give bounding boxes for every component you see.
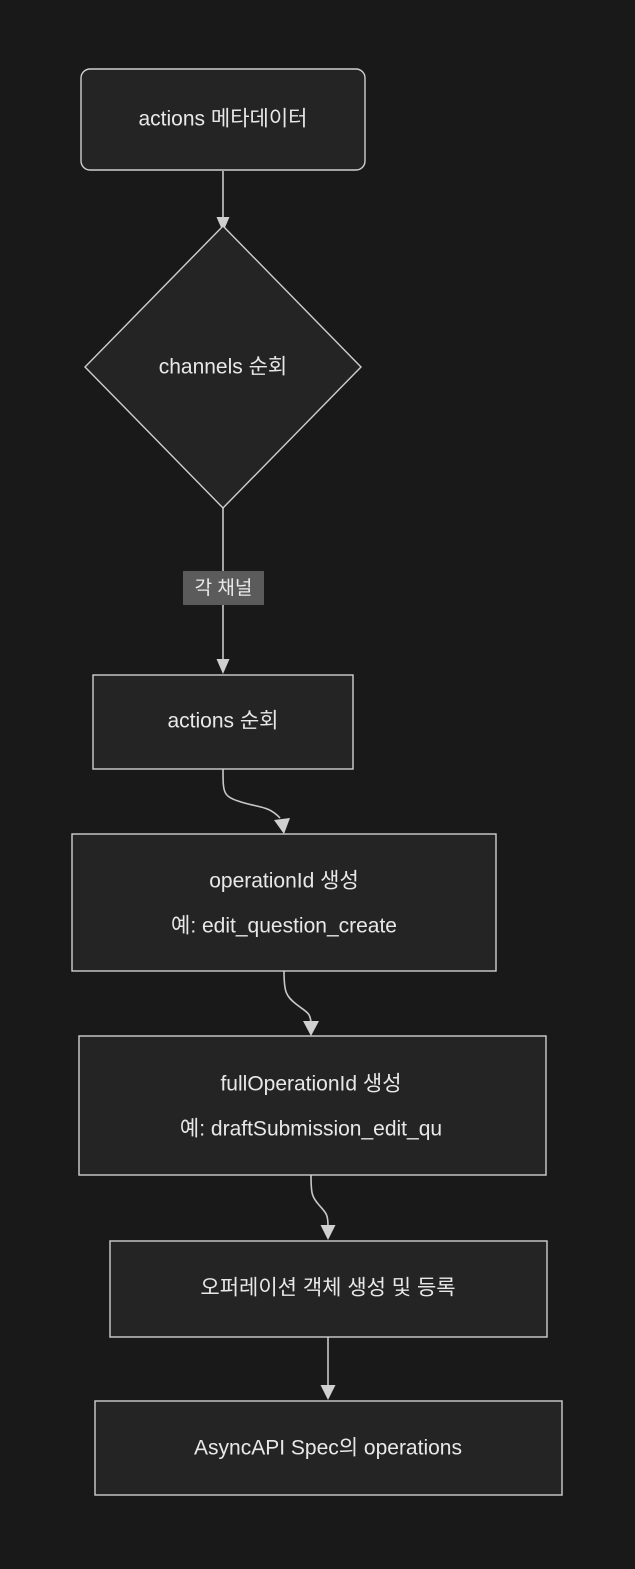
node-label: actions 메타데이터 xyxy=(139,108,308,131)
node-actions-loop[interactable]: actions 순회 xyxy=(92,674,354,770)
node-actions-metadata[interactable]: actions 메타데이터 xyxy=(80,68,366,171)
arrow-head-icon xyxy=(274,818,290,834)
edge-line xyxy=(310,1174,329,1227)
node-shape-diamond xyxy=(84,224,362,510)
node-label: channels 순회 xyxy=(159,356,288,379)
node-shape-rect xyxy=(94,1400,563,1496)
edge-n4-to-n5 xyxy=(283,970,319,1036)
node-label-line-2: 예: edit_question_create xyxy=(171,915,397,938)
node-shape-rect xyxy=(92,674,354,770)
node-asyncapi-spec-operations[interactable]: AsyncAPI Spec의 operations xyxy=(94,1400,563,1496)
arrow-head-icon xyxy=(303,1021,319,1036)
node-shape-rounded-rect xyxy=(80,68,366,171)
node-shape-rect xyxy=(71,833,497,972)
edge-line xyxy=(283,970,312,1023)
node-shape-rect xyxy=(78,1035,547,1176)
edge-label-text: 각 채널 xyxy=(195,577,253,599)
node-label: 오퍼레이션 객체 생성 및 등록 xyxy=(200,1277,455,1300)
node-label: AsyncAPI Spec의 operations xyxy=(194,1437,462,1460)
node-operationid-generate[interactable]: operationId 생성 예: edit_question_create xyxy=(71,833,497,972)
arrow-head-icon xyxy=(320,1225,336,1240)
node-fulloperationid-generate[interactable]: fullOperationId 생성 예: draftSubmission_ed… xyxy=(78,1035,547,1176)
edge-line xyxy=(222,768,281,819)
edge-label-background xyxy=(183,571,264,605)
node-label-line-2: 예: draftSubmission_edit_qu xyxy=(180,1118,442,1141)
node-channels-loop[interactable]: channels 순회 xyxy=(84,224,362,510)
arrow-head-icon xyxy=(216,217,230,232)
node-label-line-1: operationId 생성 xyxy=(209,870,359,893)
edge-label-each-channel: 각 채널 xyxy=(183,571,264,605)
edge-n5-to-n6 xyxy=(310,1174,336,1240)
arrow-head-icon xyxy=(216,659,230,674)
edge-n1-to-n2 xyxy=(216,171,230,232)
arrow-head-icon xyxy=(320,1385,336,1400)
node-shape-rect xyxy=(109,1240,548,1338)
edge-n3-to-n4 xyxy=(222,768,290,834)
edge-n6-to-n7 xyxy=(320,1337,336,1400)
node-label: actions 순회 xyxy=(167,710,278,733)
node-label-line-1: fullOperationId 생성 xyxy=(220,1073,401,1096)
node-operation-object-register[interactable]: 오퍼레이션 객체 생성 및 등록 xyxy=(109,1240,548,1338)
